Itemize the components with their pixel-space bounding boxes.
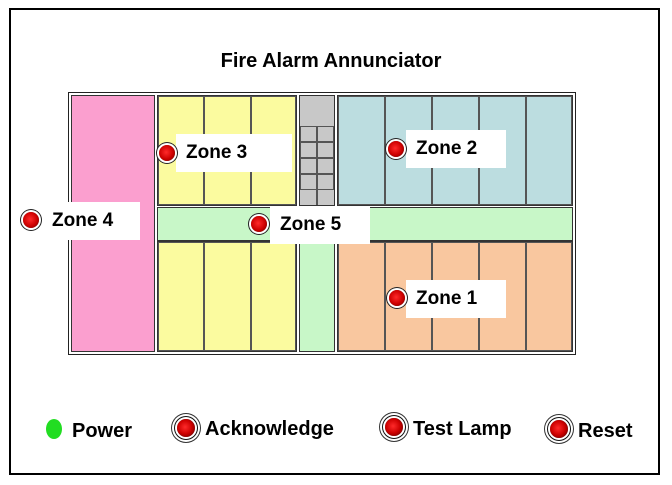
zone-1-room [526,242,572,351]
zone-2-area [337,95,573,206]
zone-3-label: Zone 3 [176,134,292,172]
acknowledge-button-label[interactable]: Acknowledge [205,418,334,440]
zone-2-alarm-led-icon [388,141,404,157]
stairwell [299,95,335,206]
zone-3-room [251,242,296,351]
zone-1-alarm-led-icon [389,290,405,306]
power-led-icon [46,419,62,439]
zone-2-label-text: Zone 2 [416,138,478,159]
zone-3-room [204,242,251,351]
zone-3-room [158,242,204,351]
zone-5-hall [299,241,335,352]
zone-1-room [338,242,385,351]
panel-title: Fire Alarm Annunciator [220,50,442,72]
acknowledge-button-icon[interactable] [177,419,195,437]
zone-4-alarm-led-icon [23,212,39,228]
zone-3-alarm-led-icon [159,145,175,161]
zone-5-alarm-led-icon [251,216,267,232]
stair-divider [316,126,318,205]
zone-3-area-bottom [157,241,297,352]
test-lamp-button-label[interactable]: Test Lamp [413,418,512,440]
reset-button-icon[interactable] [550,420,568,438]
power-label: Power [72,420,133,442]
zone-4-label: Zone 4 [42,202,140,240]
zone-1-label: Zone 1 [406,280,506,318]
zone-5-label-text: Zone 5 [280,214,342,235]
zone-5-label: Zone 5 [270,206,370,244]
zone-2-label: Zone 2 [406,130,506,168]
zone-1-label-text: Zone 1 [416,288,478,309]
zone-2-room [338,96,385,205]
zone-2-room [526,96,572,205]
zone-4-label-text: Zone 4 [52,210,114,231]
zone-3-label-text: Zone 3 [186,142,248,163]
test-lamp-button-icon[interactable] [385,418,403,436]
annunciator-panel: Fire Alarm Annunciator [9,8,660,475]
reset-button-label[interactable]: Reset [578,420,633,442]
